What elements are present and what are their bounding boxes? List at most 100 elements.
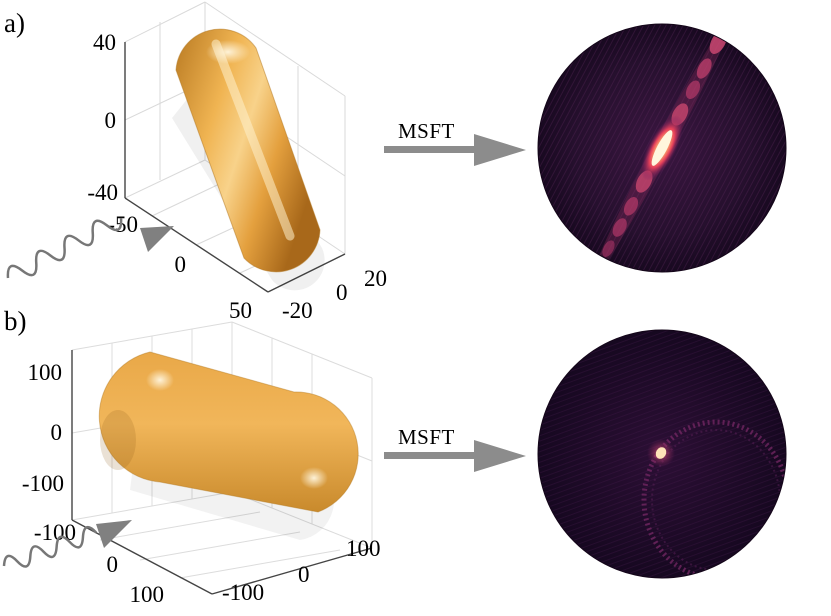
wave-icon: [2, 525, 97, 568]
fringe-line: [546, 428, 786, 519]
fringe-line: [563, 475, 786, 566]
fringe-line: [672, 71, 786, 272]
panel-b: b): [2, 306, 787, 607]
panel-a-dtick-1: -50: [107, 212, 138, 237]
fringe-line: [574, 24, 698, 250]
panel-b-msft-label: MSFT: [398, 425, 455, 449]
panel-b-htick-2: 0: [298, 562, 310, 587]
fringe-line: [553, 447, 786, 538]
fringe-line: [555, 452, 786, 543]
fringe-line: [654, 61, 778, 272]
panel-a-htick-1: -20: [282, 298, 313, 323]
fringe-line: [561, 24, 685, 243]
fringe-line: [663, 66, 786, 272]
panel-a-vtick-top: 40: [93, 30, 116, 55]
panel-b-ring: [641, 419, 786, 578]
panel-b-htick-1: -100: [222, 580, 264, 605]
fringe-line: [557, 456, 786, 547]
fringe-line: [538, 377, 773, 467]
fringe-line: [698, 85, 786, 272]
fringe-line: [538, 24, 654, 226]
fringe-line: [636, 52, 760, 272]
panel-a-gold-capsule: [175, 28, 321, 273]
fringe-line: [552, 24, 676, 238]
fringe-line: [538, 358, 766, 449]
fringe-line: [538, 330, 756, 420]
fringe-line: [579, 24, 703, 252]
fringe-line: [538, 367, 770, 458]
panel-a-dtick-3: 50: [229, 298, 252, 323]
fringe-line: [619, 42, 743, 272]
panel-a-dtick-2: 0: [175, 252, 187, 277]
fringe-line: [538, 24, 650, 224]
panel-b-peak: [655, 447, 667, 459]
fringe-line: [627, 47, 751, 272]
panel-b-dtick-3: 100: [130, 582, 165, 607]
panel-b-label: b): [4, 306, 27, 336]
panel-b-fringes: [538, 330, 786, 578]
panel-a: a): [4, 1, 787, 323]
panel-a-vtick-bottom: -40: [87, 180, 118, 205]
panel-a-vtick-mid: 0: [105, 108, 117, 133]
panel-b-vtick-bottom: -100: [22, 471, 64, 496]
fringe-line: [614, 40, 738, 271]
fringe-line: [658, 63, 782, 272]
fringe-line: [558, 461, 786, 552]
fringe-line: [538, 386, 777, 477]
panel-a-scattering-pattern: [537, 23, 787, 273]
fringe-line: [667, 68, 786, 272]
panel-b-htick-3: 100: [346, 536, 381, 561]
fringe-line: [548, 433, 786, 524]
fringe-line: [567, 485, 786, 576]
fringe-line: [538, 344, 761, 435]
fringe-line: [538, 24, 632, 215]
fringe-line: [538, 372, 771, 463]
fringe-line: [538, 24, 623, 210]
fringe-line: [562, 471, 786, 561]
fringe-line: [538, 363, 768, 453]
incident-arrow-icon: [140, 226, 174, 252]
fringe-line: [538, 381, 775, 472]
fringe-line: [538, 353, 765, 444]
fringe-line: [538, 348, 763, 439]
panel-b-vtick-mid: 0: [51, 420, 63, 445]
panel-a-msft-label: MSFT: [398, 119, 455, 143]
fringe-line: [676, 73, 786, 272]
fringe-line: [702, 87, 786, 272]
fringe-line: [545, 424, 786, 514]
fringe-line: [538, 24, 659, 229]
fringe-line: [538, 24, 628, 212]
fringe-line: [623, 45, 747, 272]
fringe-line: [538, 334, 758, 425]
fringe-line: [544, 24, 667, 233]
panel-b-vtick-top: 100: [28, 360, 63, 385]
panel-a-htick-2: 0: [336, 280, 348, 305]
incident-arrow-icon: [96, 520, 132, 548]
fringe-line: [707, 89, 786, 272]
fringe-line: [538, 339, 760, 430]
fringe-line: [557, 24, 681, 241]
fringe-line: [694, 82, 786, 272]
fringe-line: [641, 54, 765, 272]
panel-a-htick-3: 20: [364, 266, 387, 291]
panel-a-label: a): [4, 8, 25, 38]
fringe-line: [560, 466, 786, 557]
fringe-line: [550, 438, 786, 529]
panel-b-scattering-pattern: [537, 329, 787, 579]
fringe-line: [570, 24, 694, 248]
fringe-line: [583, 24, 707, 255]
wave-icon: [6, 217, 123, 279]
fringe-line: [538, 391, 778, 482]
msft-arrow-icon: [384, 440, 526, 472]
fringe-line: [569, 489, 786, 578]
fringe-line: [632, 49, 756, 272]
panel-b-dtick-2: 0: [107, 552, 119, 577]
fringe-line: [539, 24, 663, 231]
fringe-line: [551, 442, 786, 533]
panel-a-axis-lines: [124, 42, 346, 293]
fringe-line: [538, 24, 619, 208]
fringe-line: [565, 480, 786, 571]
fringe-line: [645, 56, 769, 272]
